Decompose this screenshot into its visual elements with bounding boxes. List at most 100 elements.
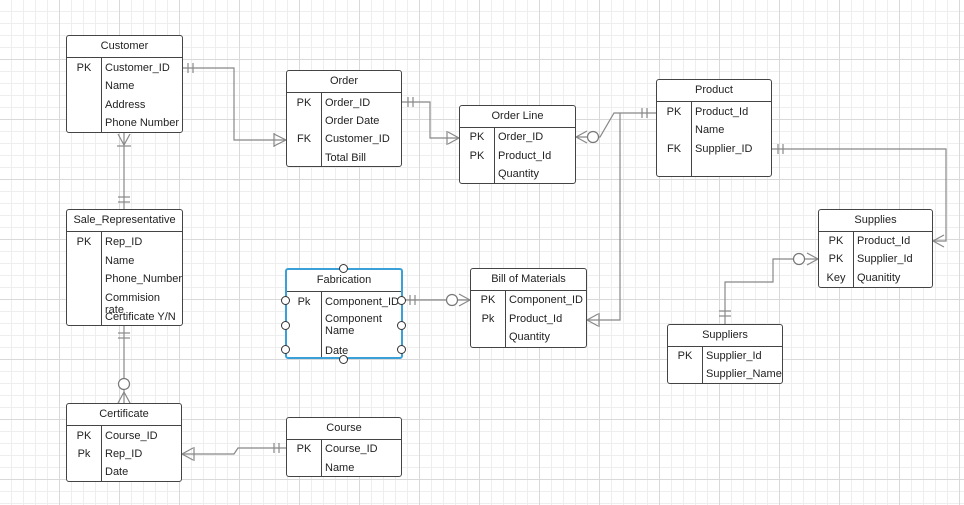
column-divider xyxy=(702,347,703,383)
attribute-key: PK xyxy=(677,350,693,362)
attribute-name: Order Date xyxy=(325,115,380,127)
entity-title: Fabrication xyxy=(287,270,401,292)
attribute-name: Name xyxy=(105,255,135,267)
resize-handle[interactable] xyxy=(281,296,290,305)
attribute-key: PK xyxy=(469,131,485,143)
attribute-name: Order_ID xyxy=(325,97,371,109)
entity-body: PK Product_Id PK Supplier_Id Key Quanitity xyxy=(819,232,932,287)
resize-handle[interactable] xyxy=(281,345,290,354)
column-divider xyxy=(691,102,692,176)
entity-title: Suppliers xyxy=(668,325,782,347)
entity-title: Product xyxy=(657,80,771,102)
entity-order[interactable]: Order PK Order_ID Order Date FK Customer_I… xyxy=(286,70,402,167)
attribute-key: PK xyxy=(76,236,92,248)
entity-title: Course xyxy=(287,418,401,440)
attribute-key: Pk xyxy=(481,313,495,325)
attribute-key: Key xyxy=(826,272,846,284)
connector-supplies-suppliers xyxy=(724,258,818,324)
resize-handle[interactable] xyxy=(339,264,348,273)
attribute-key: PK xyxy=(76,430,92,442)
attribute-name: Customer_ID xyxy=(325,133,390,145)
attribute-name: Product_Id xyxy=(498,150,552,162)
column-divider xyxy=(494,128,495,183)
attribute-name: Supplier_ID xyxy=(695,143,753,155)
entity-supplies[interactable]: Supplies PK Product_Id PK Supplier_Id Key Q… xyxy=(818,209,933,288)
attribute-name: Product_Id xyxy=(857,235,911,247)
attribute-name: Name xyxy=(105,80,135,92)
entity-title: Order xyxy=(287,71,401,93)
attribute-name: Date xyxy=(105,466,129,478)
entity-body: PK Supplier_Id Supplier_Name xyxy=(668,347,782,383)
attribute-name: Total Bill xyxy=(325,152,366,164)
column-divider xyxy=(505,291,506,347)
connector-product-supplies xyxy=(772,148,947,242)
attribute-name: Supplier_Id xyxy=(706,350,762,362)
attribute-name: Phone Number xyxy=(105,117,179,129)
attribute-name: Order_ID xyxy=(498,131,544,143)
connector-certificate-course xyxy=(182,447,286,455)
attribute-name: Course_ID xyxy=(325,443,378,455)
attribute-name: Date xyxy=(325,345,349,357)
resize-handle[interactable] xyxy=(281,321,290,330)
attribute-name: Name xyxy=(695,124,725,136)
attribute-name: Course_ID xyxy=(105,430,158,442)
attribute-key: PK xyxy=(76,62,92,74)
entity-body: PK Component_ID Pk Product_Id Quantity xyxy=(471,291,586,347)
attribute-name: Certificate Y/N xyxy=(105,311,176,323)
entity-bill-of-materials[interactable]: Bill of Materials PK Component_ID Pk Produ… xyxy=(470,268,587,348)
entity-title: Bill of Materials xyxy=(471,269,586,291)
column-divider xyxy=(101,58,102,132)
attribute-name: Quantity xyxy=(509,331,550,343)
resize-handle[interactable] xyxy=(397,321,406,330)
attribute-key: PK xyxy=(828,253,844,265)
connector-orderline-product xyxy=(576,112,656,138)
attribute-key: FK xyxy=(666,143,682,155)
entity-title: Certificate xyxy=(67,404,181,426)
attribute-name: Rep_ID xyxy=(105,448,143,460)
resize-handle[interactable] xyxy=(339,355,348,364)
attribute-key: PK xyxy=(828,235,844,247)
entity-title: Order Line xyxy=(460,106,575,128)
attribute-name: Phone_Number xyxy=(105,273,183,285)
attribute-key: PK xyxy=(480,294,496,306)
resize-handle[interactable] xyxy=(397,296,406,305)
attribute-name: Product_Id xyxy=(509,313,563,325)
entity-suppliers[interactable]: Suppliers PK Supplier_Id Supplier_Name xyxy=(667,324,783,384)
entity-body: PK Order_ID Order Date FK Customer_ID Tota… xyxy=(287,93,401,166)
attribute-name: Supplier_Id xyxy=(857,253,913,265)
attribute-key: FK xyxy=(296,133,312,145)
attribute-name: Quanitity xyxy=(857,272,901,284)
attribute-name: Quantity xyxy=(498,168,539,180)
entity-title: Supplies xyxy=(819,210,932,232)
attribute-name: Commision rate xyxy=(105,292,161,316)
attribute-name: Address xyxy=(105,99,146,111)
connector-bom-product xyxy=(587,113,621,321)
entity-order-line[interactable]: Order Line PK Order_ID PK Product_Id Quant… xyxy=(459,105,576,184)
resize-handle[interactable] xyxy=(397,345,406,354)
entity-title: Customer xyxy=(67,36,182,58)
attribute-name: Component Name xyxy=(325,313,382,337)
attribute-name: Customer_ID xyxy=(105,62,170,74)
entity-body: PK Customer_ID Name Address Phone Number xyxy=(67,58,182,132)
attribute-name: Component_ID xyxy=(325,296,399,308)
attribute-key: PK xyxy=(469,150,485,162)
attribute-name: Supplier_Name xyxy=(706,368,782,380)
column-divider xyxy=(853,232,854,287)
entity-customer[interactable]: Customer PK Customer_ID Name Address Phon… xyxy=(66,35,183,133)
connector-order-orderline xyxy=(402,101,459,139)
attribute-name: Name xyxy=(325,462,355,474)
attribute-key: PK xyxy=(666,106,682,118)
attribute-name: Component_ID xyxy=(509,294,583,306)
attribute-key: PK xyxy=(296,97,312,109)
